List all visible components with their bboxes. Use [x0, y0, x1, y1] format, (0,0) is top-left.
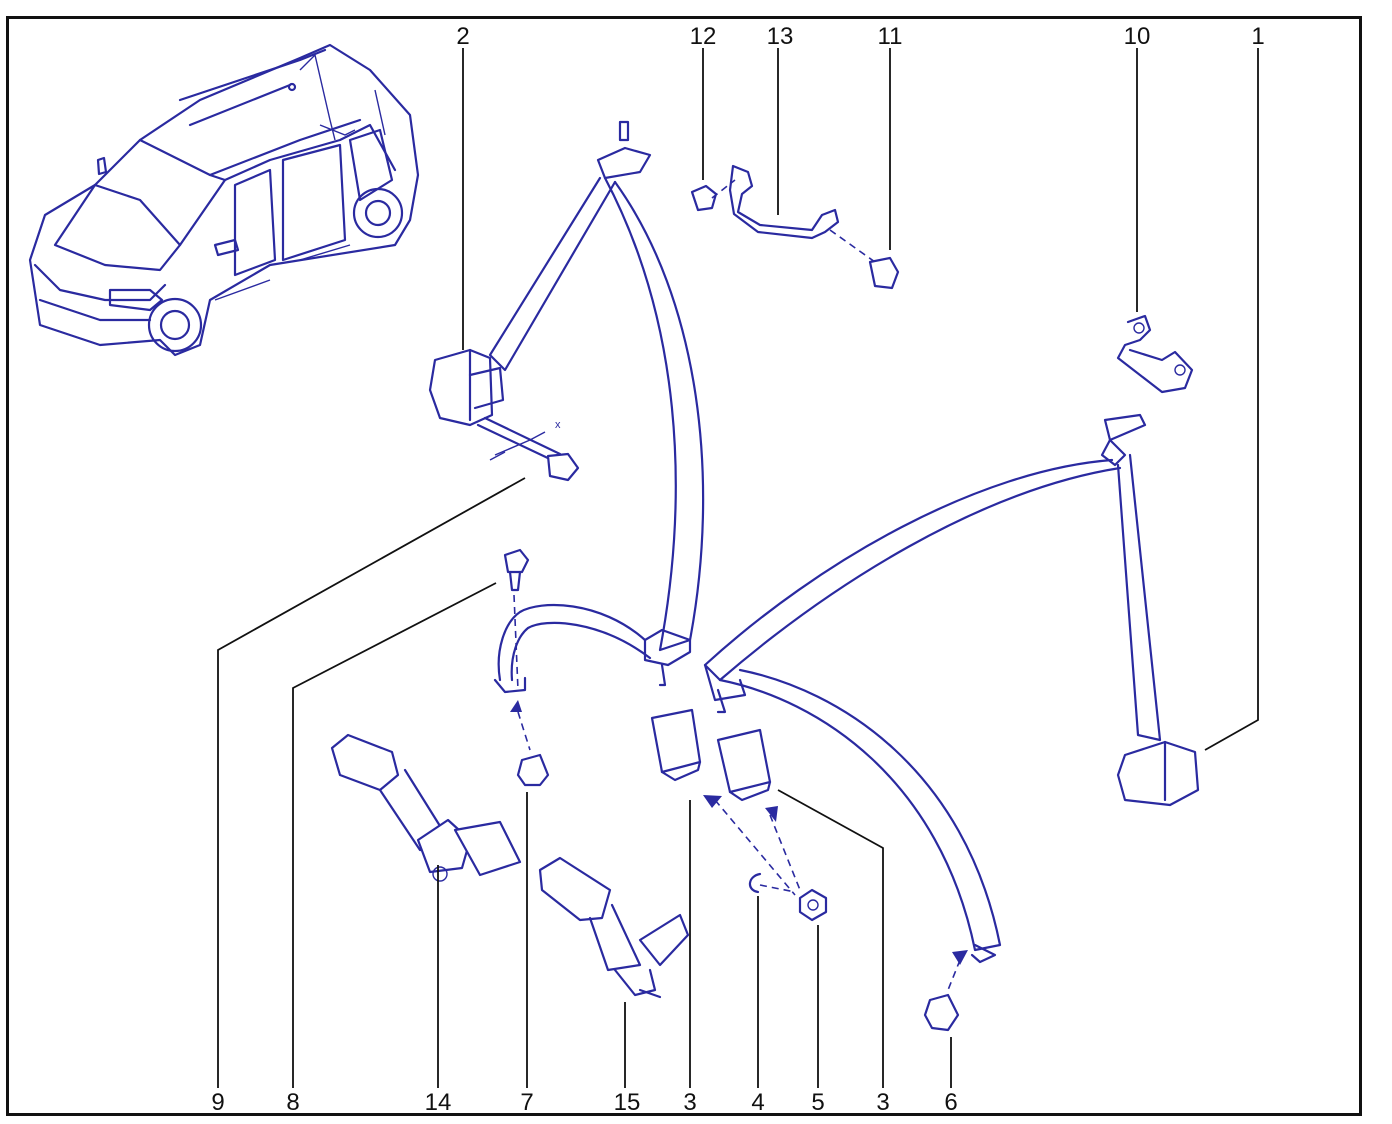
washer-and-nut [748, 872, 828, 922]
callout-14: 14 [425, 1089, 452, 1116]
diagram-frame [6, 16, 1362, 1116]
callout-5: 5 [811, 1089, 824, 1116]
rear-buckle-strap-15 [538, 856, 690, 999]
callout-10: 10 [1124, 23, 1151, 50]
callout-3-left: 3 [683, 1089, 696, 1116]
callout-9: 9 [211, 1089, 224, 1116]
front-seat-belt: x [428, 120, 705, 694]
buckles [650, 708, 801, 896]
vehicle-overview [28, 43, 420, 357]
callout-7: 7 [520, 1089, 533, 1116]
callout-15: 15 [614, 1089, 641, 1116]
rear-seat-belt [703, 413, 1200, 964]
callout-6: 6 [944, 1089, 957, 1116]
callout-8: 8 [286, 1089, 299, 1116]
anchor-clip-and-bolt [503, 548, 550, 787]
rear-anchor-clip [923, 950, 968, 1032]
dimension-label: x [555, 419, 561, 431]
leader-lines [217, 48, 1259, 1088]
callout-13: 13 [767, 23, 794, 50]
bracket-assembly [690, 164, 900, 290]
callout-12: 12 [690, 23, 717, 50]
rear-buckle-strap-14 [330, 733, 522, 882]
callout-3-right: 3 [876, 1089, 889, 1116]
callout-11: 11 [878, 23, 903, 50]
grab-handle [1116, 314, 1194, 394]
callout-2: 2 [456, 23, 469, 50]
callout-4: 4 [751, 1089, 764, 1116]
callout-1: 1 [1251, 23, 1264, 50]
callout-labels: 2 12 13 11 10 1 9 8 14 7 15 3 4 5 3 6 [211, 23, 1264, 1116]
